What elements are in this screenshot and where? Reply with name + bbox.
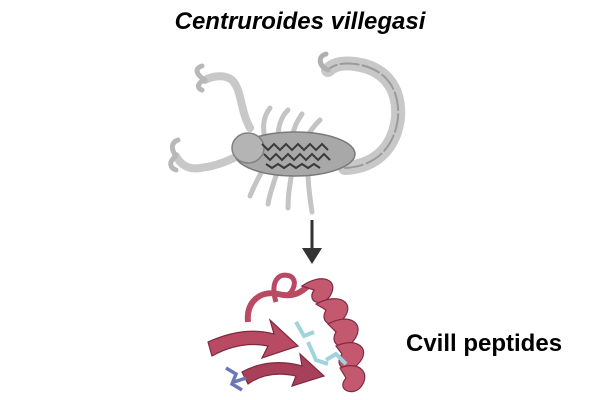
protein-ribbon-structure bbox=[207, 272, 366, 393]
scorpion-illustration bbox=[168, 51, 406, 215]
down-arrow-icon bbox=[302, 220, 322, 264]
peptide-label: Cvill peptides bbox=[406, 330, 563, 357]
organism-name-label: Centruroides villegasi bbox=[174, 8, 426, 35]
